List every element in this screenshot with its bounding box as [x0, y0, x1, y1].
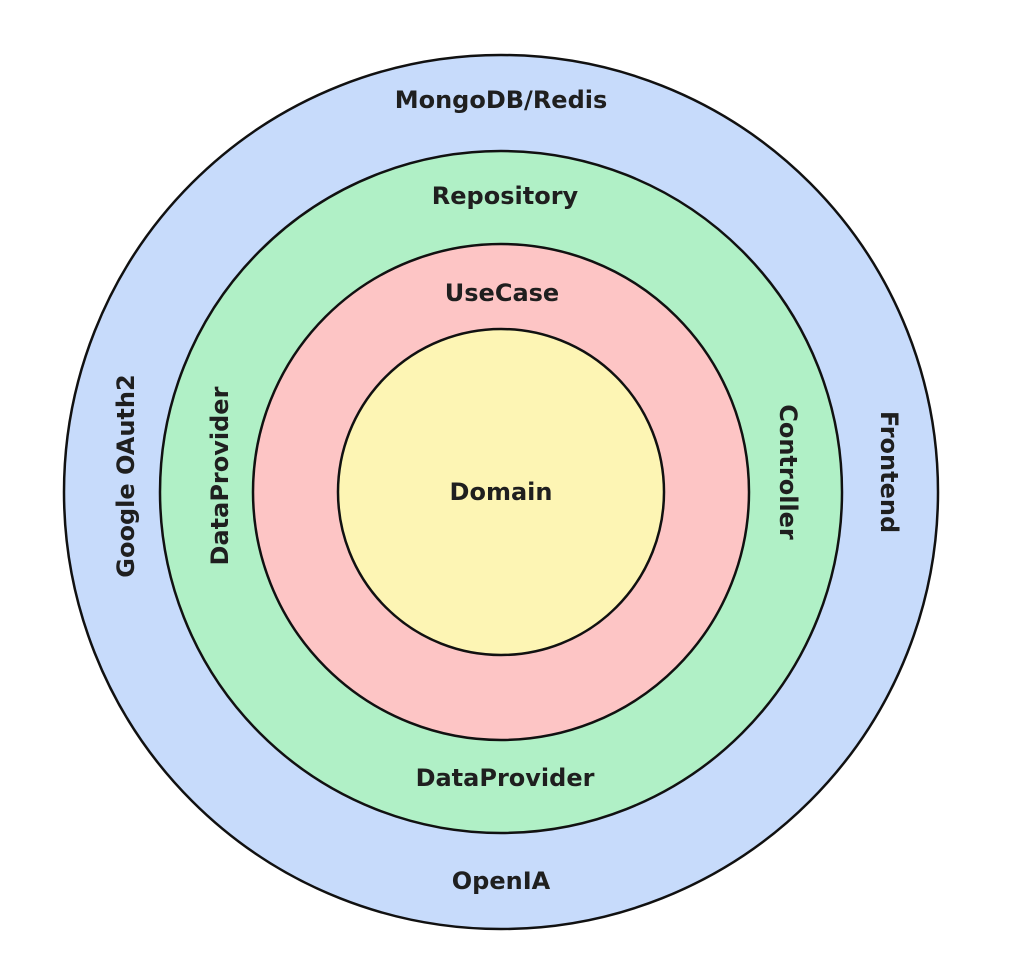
infrastructure-label-right: Frontend — [875, 411, 903, 533]
adapters-label-right: Controller — [774, 404, 802, 540]
infrastructure-label-top: MongoDB/Redis — [395, 86, 608, 114]
core-label: Domain — [450, 478, 553, 506]
infrastructure-label-bottom: OpenIA — [452, 867, 551, 895]
application-label-top: UseCase — [445, 279, 559, 307]
adapters-label-top: Repository — [432, 182, 579, 210]
infrastructure-label-left: Google OAuth2 — [112, 374, 140, 577]
adapters-label-left: DataProvider — [206, 386, 234, 565]
core-circle — [336, 327, 666, 657]
adapters-label-bottom: DataProvider — [416, 764, 595, 792]
